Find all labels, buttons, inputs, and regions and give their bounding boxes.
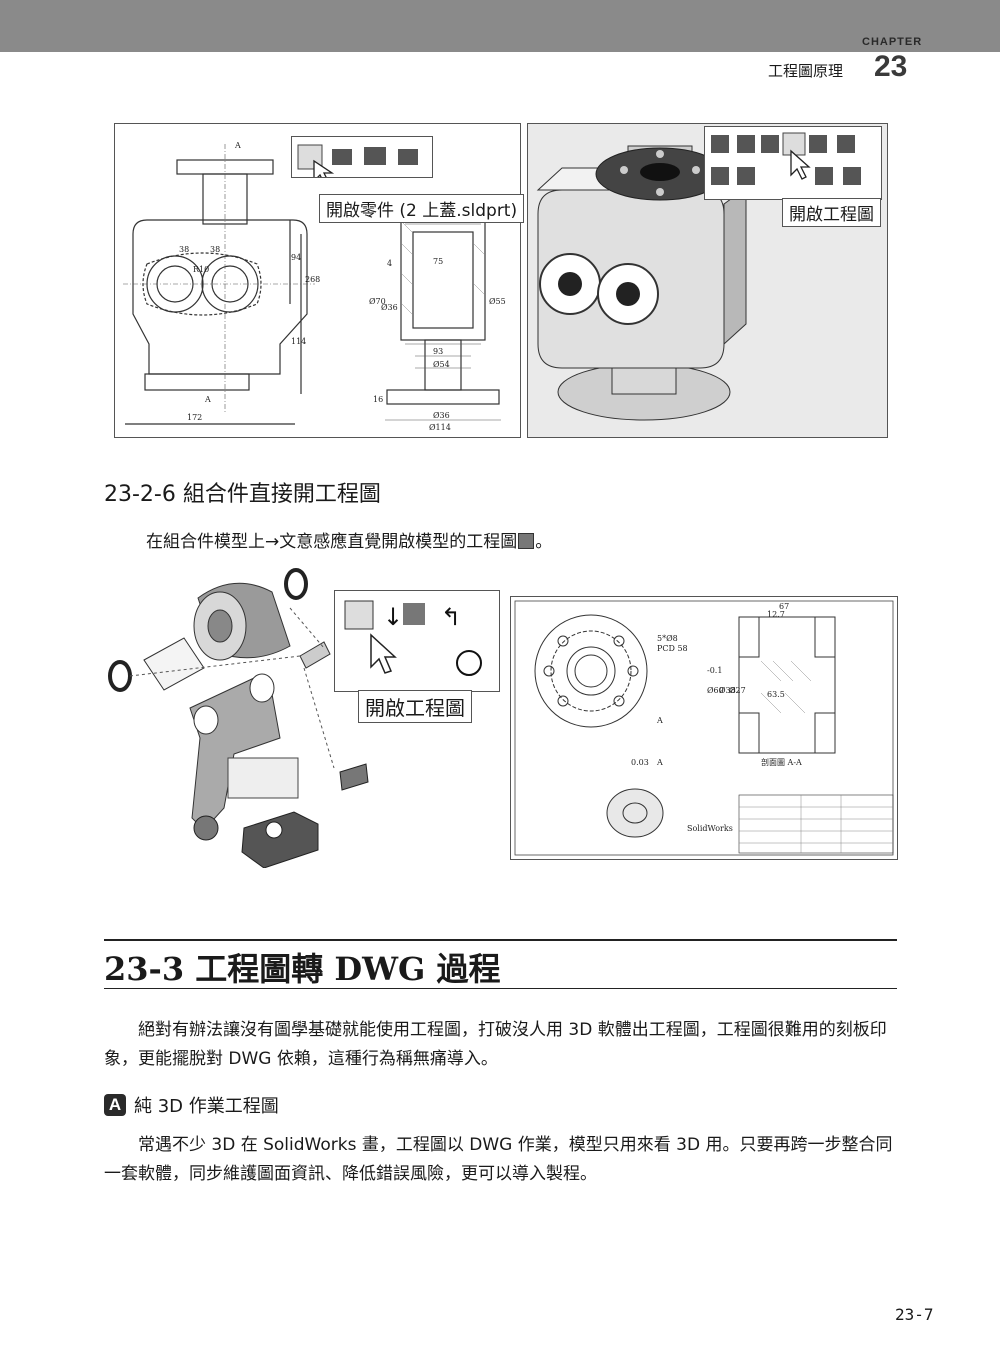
dim-63-5: 63.5 xyxy=(767,690,785,699)
chapter-label: CHAPTER xyxy=(862,36,923,48)
subsection-heading: 純 3D 作業工程圖 xyxy=(134,1096,279,1117)
dim-tol: -0.1 xyxy=(707,666,722,675)
datum-a: A xyxy=(656,716,663,725)
figure1-3d-model: 開啟工程圖 xyxy=(527,123,888,438)
dim-d114: Ø114 xyxy=(429,423,451,432)
figure1-drawing: 38 38 R10 94 268 114 172 75 4 Ø70 Ø36 Ø5… xyxy=(114,123,525,438)
dim-pcd58: PCD 58 xyxy=(657,644,688,653)
open-drawing-label-1[interactable]: 開啟工程圖 xyxy=(782,198,881,227)
dim-5-d8: 5*Ø8 xyxy=(657,634,678,643)
section-view-label: 剖面圖 A-A xyxy=(761,757,802,767)
chapter-number: 23 xyxy=(874,50,908,83)
dim-38-a: 38 xyxy=(179,245,189,254)
dim-d36-b: Ø36 xyxy=(433,411,450,420)
dim-38-b: 38 xyxy=(210,245,220,254)
figure2-drawing-sheet: 67 12.7 5*Ø8 PCD 58 A 0.03 A 63.5 Ø60 Ø3… xyxy=(510,596,898,860)
body-text: 在組合件模型上→文意感應直覺開啟模型的工程圖 xyxy=(146,532,518,552)
open-drawing-label-2[interactable]: 開啟工程圖 xyxy=(358,690,472,723)
tol-003: 0.03 xyxy=(631,758,649,767)
heading-rule-top xyxy=(104,939,897,941)
dim-268: 268 xyxy=(305,275,320,284)
dim-d54: Ø54 xyxy=(433,360,450,369)
toolbar-popup-left xyxy=(291,136,433,178)
dim-d55: Ø55 xyxy=(489,297,506,306)
dim-12-7: 12.7 xyxy=(767,610,785,619)
dim-75: 75 xyxy=(433,257,443,266)
figure2-assembly: ↓ ↰ 開啟工程圖 xyxy=(104,568,504,869)
tol-datum-a: A xyxy=(656,758,663,767)
open-part-label[interactable]: 開啟零件 (2 上蓋.sldprt) xyxy=(319,194,525,223)
dim-114: 114 xyxy=(291,337,306,346)
subsection-a: A 純 3D 作業工程圖 xyxy=(104,1092,279,1118)
toolbar-popup-right xyxy=(704,126,882,200)
page-number: 23-7 xyxy=(895,1305,934,1324)
sw-logo-text: SolidWorks xyxy=(687,824,733,833)
svg-text:↓: ↓ xyxy=(383,603,403,631)
dim-d38: Ø38 xyxy=(719,686,736,695)
svg-text:↰: ↰ xyxy=(441,603,461,631)
section-mark-a-top: A xyxy=(234,141,241,150)
dim-r10: R10 xyxy=(193,265,209,274)
dim-d36: Ø36 xyxy=(381,303,398,312)
dim-93: 93 xyxy=(433,347,443,356)
dim-94: 94 xyxy=(291,253,301,262)
body-text-end: 。 xyxy=(535,532,553,552)
dim-67: 67 xyxy=(779,602,789,611)
dim-16: 16 xyxy=(373,395,383,404)
chapter-title: 工程圖原理 xyxy=(768,62,844,80)
subsection-badge: A xyxy=(104,1094,126,1116)
section-mark-a-bottom: A xyxy=(204,395,211,404)
header-bar xyxy=(0,0,1000,52)
dim-4: 4 xyxy=(387,259,392,268)
section-23-3-paragraph-1: 絕對有辦法讓沒有圖學基礎就能使用工程圖，打破沒人用 3D 軟體出工程圖，工程圖很… xyxy=(104,1020,887,1069)
drawing-icon xyxy=(518,533,535,549)
heading-rule-bottom xyxy=(104,988,897,989)
section-heading-23-2-6: 23-2-6 組合件直接開工程圖 xyxy=(104,482,381,507)
section-23-3-paragraph-2: 常遇不少 3D 在 SolidWorks 畫，工程圖以 DWG 作業，模型只用來… xyxy=(104,1135,893,1184)
dim-172: 172 xyxy=(187,413,202,422)
dim-d70: Ø70 xyxy=(369,297,386,306)
toolbar-popup-assembly: ↓ ↰ xyxy=(334,590,500,692)
dim-d27: Ø27 xyxy=(729,686,746,695)
dim-d60: Ø60 xyxy=(707,686,724,695)
section-heading-23-3: 23-3 工程圖轉 DWG 過程 xyxy=(104,950,501,988)
section-23-2-6-body: 在組合件模型上→文意感應直覺開啟模型的工程圖。 xyxy=(146,527,552,552)
